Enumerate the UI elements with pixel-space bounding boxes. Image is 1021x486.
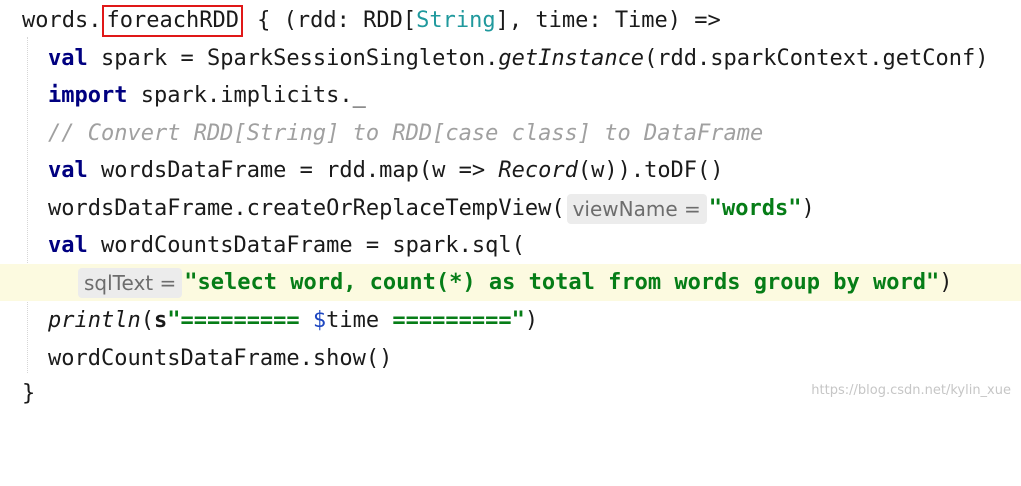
code-line-11[interactable]: } [0, 375, 1021, 412]
code-text: (rdd.sparkContext.getConf) [644, 46, 989, 71]
string-prefix: s [153, 308, 168, 333]
interpolated-variable: time [326, 308, 380, 333]
string-literal: =========" [379, 308, 525, 333]
code-line-3[interactable]: import spark.implicits._ [0, 77, 1021, 114]
string-literal: "select word, count(*) as total from wor… [184, 270, 940, 295]
code-text: ) [801, 196, 815, 221]
keyword: val [48, 46, 88, 71]
code-line-10[interactable]: wordCountsDataFrame.show() [0, 340, 1021, 377]
code-text: ], time: Time) => [495, 8, 721, 33]
code-text: (w)).toDF() [577, 158, 724, 183]
code-text: words. [22, 8, 102, 33]
code-line-2[interactable]: val spark = SparkSessionSingleton.getIns… [0, 40, 1021, 77]
type-name: String [416, 8, 496, 33]
highlighted-method: foreachRDD [102, 5, 243, 37]
method-call: Record [498, 158, 578, 183]
code-text: } [22, 381, 36, 406]
code-text: spark.implicits._ [127, 83, 366, 108]
parameter-hint: sqlText = [78, 268, 183, 298]
keyword: import [48, 83, 128, 108]
code-line-1[interactable]: words.foreachRDD { (rdd: RDD[String], ti… [0, 2, 1021, 39]
code-text: wordsDataFrame = rdd.map(w => [87, 158, 499, 183]
code-text: ) [524, 308, 539, 333]
code-line-7[interactable]: val wordCountsDataFrame = spark.sql( [0, 227, 1021, 264]
code-comment: // Convert RDD[String] to RDD[case class… [48, 121, 764, 146]
code-text: spark = SparkSessionSingleton. [87, 46, 499, 71]
keyword: val [48, 158, 88, 183]
watermark: https://blog.csdn.net/kylin_xue [811, 383, 1011, 398]
code-text: wordCountsDataFrame = spark.sql( [87, 233, 525, 258]
code-line-6[interactable]: wordsDataFrame.createOrReplaceTempView(v… [0, 190, 1021, 227]
code-text: wordCountsDataFrame.show() [48, 346, 393, 371]
code-line-4[interactable]: // Convert RDD[String] to RDD[case class… [0, 115, 1021, 152]
method-call: println [48, 308, 141, 333]
code-text: ( [140, 308, 154, 333]
code-text: { (rdd: RDD[ [243, 8, 417, 33]
code-editor[interactable]: words.foreachRDD { (rdd: RDD[String], ti… [0, 0, 1021, 410]
parameter-hint: viewName = [566, 194, 707, 224]
interpolation-sign: $ [312, 308, 327, 333]
string-literal: "========= [167, 308, 313, 333]
keyword: val [48, 233, 88, 258]
code-line-5[interactable]: val wordsDataFrame = rdd.map(w => Record… [0, 152, 1021, 189]
code-text: ) [939, 270, 953, 295]
method-call: getInstance [498, 46, 645, 71]
indent-guide [27, 37, 28, 373]
code-line-9[interactable]: println(s"========= $time =========") [0, 302, 1021, 339]
code-text: wordsDataFrame.createOrReplaceTempView( [48, 196, 565, 221]
string-literal: "words" [708, 196, 802, 221]
code-line-8-current[interactable]: sqlText ="select word, count(*) as total… [0, 264, 1021, 301]
